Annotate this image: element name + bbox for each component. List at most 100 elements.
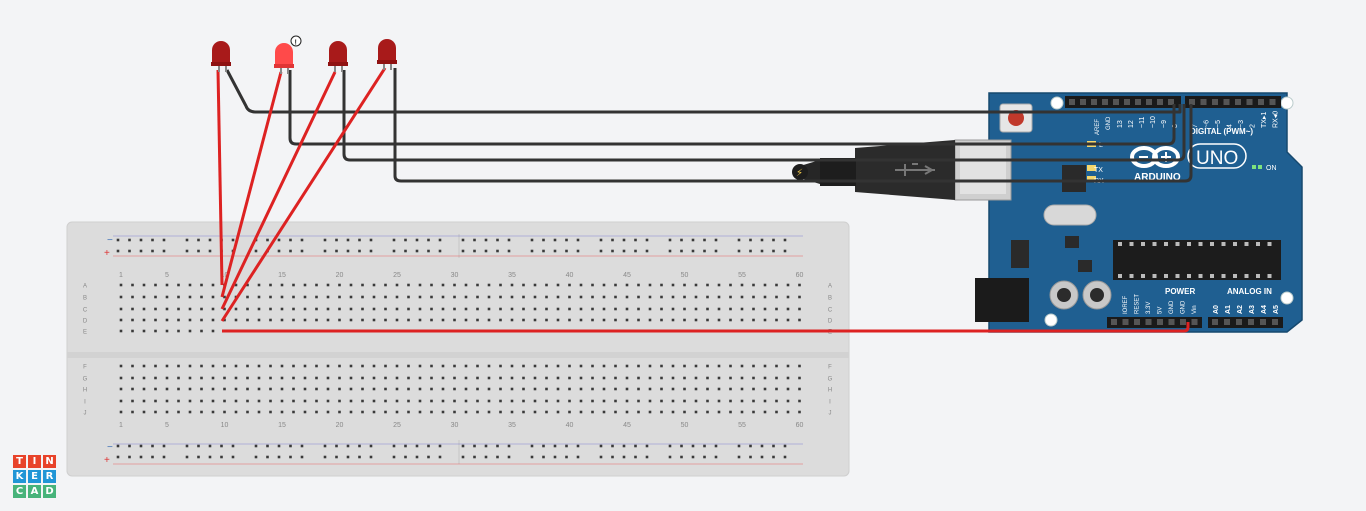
analog-pin-label: A2 xyxy=(1237,305,1244,314)
row-letter: F xyxy=(83,365,87,371)
column-number: 10 xyxy=(221,422,229,429)
digital-pin-label: ~5 xyxy=(1215,120,1222,128)
row-letter: J xyxy=(84,411,87,417)
column-number: 40 xyxy=(566,422,574,429)
logo-letter: I xyxy=(28,455,41,468)
row-letter: D xyxy=(828,319,833,325)
row-letter: G xyxy=(828,377,833,383)
row-letter: F xyxy=(828,365,832,371)
led-2[interactable]: ! xyxy=(274,35,302,74)
logo-letter: E xyxy=(28,470,41,483)
row-letter: A xyxy=(83,284,87,290)
row-letter: B xyxy=(83,296,87,302)
digital-pin-label: 12 xyxy=(1128,120,1135,128)
warning-icon[interactable] xyxy=(290,35,302,47)
column-number: 55 xyxy=(738,422,746,429)
wire-black-1[interactable] xyxy=(225,69,1182,114)
row-letter: B xyxy=(828,296,832,302)
column-number: 60 xyxy=(796,422,804,429)
row-letter: I xyxy=(84,400,86,406)
column-number: 25 xyxy=(393,422,401,429)
row-letter: C xyxy=(83,308,88,314)
power-pin-label: GND xyxy=(1181,300,1187,314)
digital-pin-label: ~3 xyxy=(1238,120,1245,128)
wire-red-2[interactable] xyxy=(220,71,283,298)
usb-port xyxy=(954,139,1012,201)
digital-pin-label: ~9 xyxy=(1161,120,1168,128)
column-number: 35 xyxy=(508,272,516,279)
tx-label: TX xyxy=(1094,167,1103,174)
digital-pin-label: 2 xyxy=(1250,124,1257,128)
rail-plus-bottom: + xyxy=(104,455,110,466)
row-letter: C xyxy=(828,308,833,314)
usb-cable-plug[interactable]: ⚡ xyxy=(792,140,955,200)
analog-pin-label: A3 xyxy=(1249,305,1256,314)
uno-label: UNO xyxy=(1196,148,1238,169)
wire-red-3[interactable] xyxy=(220,71,337,310)
column-number: 5 xyxy=(165,422,169,429)
microcontroller-chip xyxy=(1113,240,1281,280)
digital-pin-label: ~6 xyxy=(1204,120,1211,128)
column-number: 30 xyxy=(451,422,459,429)
column-number: 5 xyxy=(165,272,169,279)
logo-letter: C xyxy=(13,485,26,498)
wire-red-gnd[interactable] xyxy=(222,322,1190,333)
reset-button[interactable] xyxy=(999,103,1033,133)
wire-black-4[interactable] xyxy=(393,68,1193,183)
column-number: 20 xyxy=(336,272,344,279)
column-number: 1 xyxy=(119,422,123,429)
column-number: 10 xyxy=(221,272,229,279)
logo-letter: N xyxy=(43,455,56,468)
row-letter: H xyxy=(828,388,832,394)
row-letter: A xyxy=(828,284,832,290)
column-number: 15 xyxy=(278,272,286,279)
power-pin-label: GND xyxy=(1169,300,1175,314)
column-number: 40 xyxy=(566,272,574,279)
digital-pin-label: 4 xyxy=(1227,124,1234,128)
power-label: POWER xyxy=(1165,287,1195,296)
row-letter: D xyxy=(83,319,88,325)
led-4[interactable] xyxy=(377,39,397,70)
analog-pin-label: A4 xyxy=(1261,305,1268,314)
row-letter: J xyxy=(829,411,832,417)
led-1[interactable] xyxy=(211,41,231,72)
logo-letter: K xyxy=(13,470,26,483)
digital-pin-label: TX▸1 xyxy=(1261,112,1268,128)
wire-red-1[interactable] xyxy=(216,69,224,286)
power-pin-label: RESET xyxy=(1135,294,1141,314)
column-number: 25 xyxy=(393,272,401,279)
wire-black-2[interactable] xyxy=(288,70,1176,146)
analog-label: ANALOG IN xyxy=(1227,287,1272,296)
wire-red-4[interactable] xyxy=(220,67,387,322)
logo-letter: A xyxy=(28,485,41,498)
column-number: 20 xyxy=(336,422,344,429)
breadboard[interactable]: 1155101015152020252530303535404045455050… xyxy=(66,221,850,477)
row-letter: G xyxy=(83,377,88,383)
logo-letter: D xyxy=(43,485,56,498)
arduino-brand: ARDUINO xyxy=(1134,172,1181,183)
on-label: ON xyxy=(1266,165,1277,172)
column-number: 15 xyxy=(278,422,286,429)
wire-black-3[interactable] xyxy=(342,70,1186,162)
analog-pin-label: A1 xyxy=(1225,305,1232,314)
led-warning-badge: ! xyxy=(295,40,297,47)
usb-symbol-icon xyxy=(895,163,935,176)
lightning-icon: ⚡ xyxy=(796,168,803,179)
column-number: 30 xyxy=(451,272,459,279)
digital-pin-label: 7 xyxy=(1192,124,1199,128)
row-letter: H xyxy=(83,388,87,394)
digital-pin-label: ~10 xyxy=(1150,116,1157,128)
rail-minus-bottom: − xyxy=(107,442,113,453)
column-number: 55 xyxy=(738,272,746,279)
rail-minus-top: − xyxy=(107,235,113,246)
led-3[interactable] xyxy=(328,41,348,72)
power-pin-label: IOREF xyxy=(1123,295,1129,314)
column-number: 45 xyxy=(623,422,631,429)
rail-plus-top: + xyxy=(104,248,110,259)
column-number: 50 xyxy=(681,272,689,279)
analog-pin-label: A5 xyxy=(1273,305,1280,314)
column-number: 45 xyxy=(623,272,631,279)
